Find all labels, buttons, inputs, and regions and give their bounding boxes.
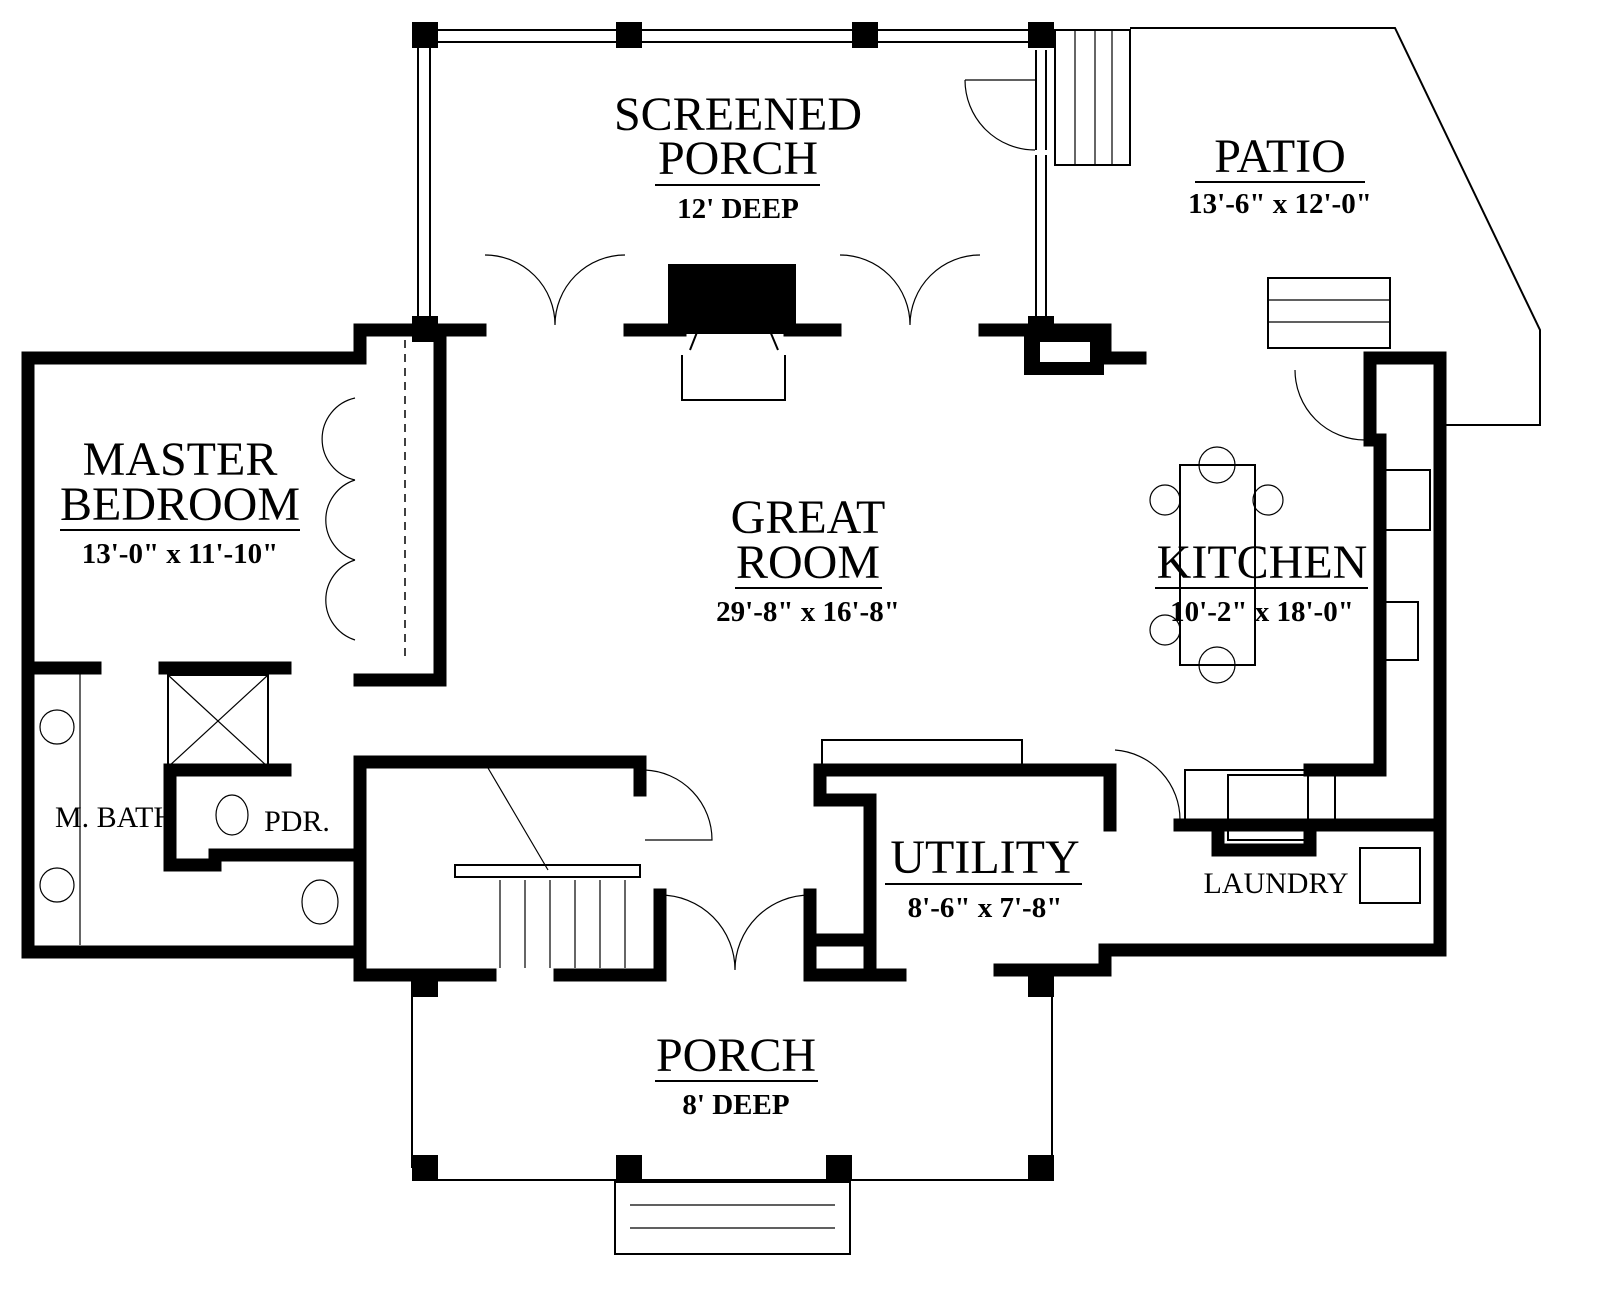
utility-size: 8'-6" x 7'-8" (908, 892, 1063, 924)
master-bedroom-label-2: BEDROOM (60, 478, 300, 531)
master-bath-label: M. BATH (55, 801, 175, 834)
patio-size: 13'-6" x 12'-0" (1188, 188, 1372, 220)
front-porch (411, 975, 1054, 1255)
porch-label: PORCH (656, 1029, 816, 1082)
exterior-walls (21, 264, 1447, 982)
doors (321, 254, 1366, 971)
utility-label: UTILITY (890, 831, 1079, 884)
patio-label: PATIO (1214, 130, 1346, 183)
kitchen-size: 10'-2" x 18'-0" (1170, 596, 1354, 628)
kitchen-fixtures (821, 446, 1431, 904)
great-room-label-2: ROOM (736, 536, 880, 589)
screened-porch-label-2: PORCH (658, 132, 818, 185)
fireplace (681, 311, 786, 401)
bath-fixtures (39, 670, 339, 945)
laundry-label: LAUNDRY (1203, 867, 1348, 900)
patio-outline (1130, 27, 1541, 426)
porch-size: 8' DEEP (682, 1089, 789, 1121)
patio-steps (1054, 29, 1391, 349)
great-room-size: 29'-8" x 16'-8" (716, 596, 900, 628)
stair (454, 767, 641, 968)
kitchen-label: KITCHEN (1157, 536, 1368, 589)
master-bedroom-label-1: MASTER (83, 433, 278, 486)
powder-label: PDR. (264, 805, 330, 838)
screened-porch-label-1: SCREENED (614, 88, 862, 141)
screened-porch-size: 12' DEEP (677, 193, 799, 225)
master-bedroom-size: 13'-0" x 11'-10" (82, 538, 279, 570)
great-room-label-1: GREAT (731, 491, 886, 544)
